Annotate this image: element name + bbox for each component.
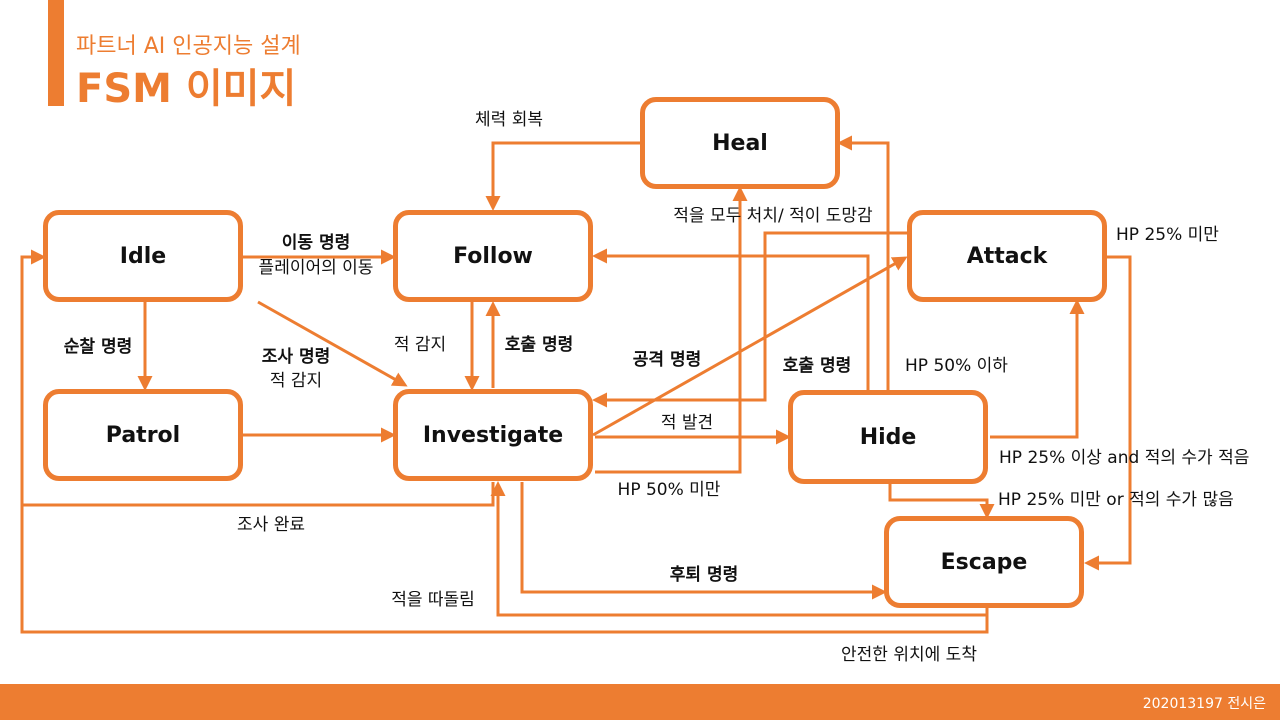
- label-idle-to-patrol: 순찰 명령: [63, 336, 133, 357]
- label-idle-to-investigate-cmd: 조사 명령: [261, 346, 331, 367]
- header-accent-bar: [48, 0, 64, 106]
- label-investigate-to-idle: 조사 완료: [237, 514, 305, 535]
- edge-hide-to-escape: [888, 484, 995, 519]
- label-escape-to-idle: 안전한 위치에 도착: [841, 644, 977, 665]
- label-investigate-to-follow: 호출 명령: [504, 334, 574, 355]
- label-investigate-to-heal: 적을 모두 처치/ 적이 도망감: [673, 205, 873, 226]
- slide-subtitle: 파트너 AI 인공지능 설계: [76, 34, 301, 59]
- edge-hide-to-attack: [990, 299, 1085, 439]
- state-attack: Attack: [907, 210, 1107, 302]
- label-investigate-to-hide: 적 발견: [660, 412, 714, 433]
- state-heal: Heal: [640, 97, 840, 189]
- label-investigate-hp-low: HP 50% 미만: [617, 479, 721, 500]
- label-idle-to-investigate-enemy: 적 감지: [269, 370, 323, 391]
- edge-escape-to-idle: [20, 505, 989, 634]
- label-investigate-to-escape: 후퇴 명령: [669, 564, 739, 585]
- label-escape-to-investigate: 적을 따돌림: [391, 589, 475, 610]
- state-idle: Idle: [43, 210, 243, 302]
- edge-investigate-to-heal: [595, 186, 748, 474]
- label-follow-to-investigate: 적 감지: [393, 334, 447, 355]
- edge-heal-to-follow: [485, 141, 640, 211]
- edge-idle-to-investigate: [257, 300, 408, 387]
- edge-hide-to-heal: [837, 135, 890, 390]
- footer-author: 202013197 전시은: [1142, 696, 1266, 712]
- edge-attack-to-investigate: [592, 231, 907, 408]
- state-escape: Escape: [884, 516, 1084, 608]
- edge-investigate-to-escape: [520, 482, 887, 600]
- state-hide: Hide: [788, 390, 988, 484]
- state-patrol: Patrol: [43, 389, 243, 481]
- label-investigate-to-attack: 공격 명령: [632, 349, 702, 370]
- edge-attack-to-escape: [1084, 255, 1132, 571]
- label-attack-to-escape: HP 25% 미만: [1116, 224, 1219, 245]
- edge-hide-to-follow: [592, 248, 870, 390]
- slide-title: FSM 이미지: [76, 66, 297, 112]
- state-follow: Follow: [393, 210, 593, 302]
- label-idle-to-follow-player: 플레이어의 이동: [258, 257, 374, 278]
- state-investigate: Investigate: [393, 389, 593, 481]
- footer-bar: 202013197 전시은: [0, 684, 1280, 720]
- label-hide-to-heal: HP 50% 이하: [905, 355, 1008, 376]
- label-hide-to-follow: 호출 명령: [782, 355, 852, 376]
- label-idle-to-follow-cmd: 이동 명령: [281, 232, 351, 253]
- edge-investigate-to-attack: [592, 256, 908, 437]
- label-hide-to-attack: HP 25% 이상 and 적의 수가 적음: [999, 447, 1250, 468]
- label-hide-to-escape: HP 25% 미만 or 적의 수가 많음: [998, 489, 1234, 510]
- label-heal-to-follow: 체력 회복: [475, 109, 543, 130]
